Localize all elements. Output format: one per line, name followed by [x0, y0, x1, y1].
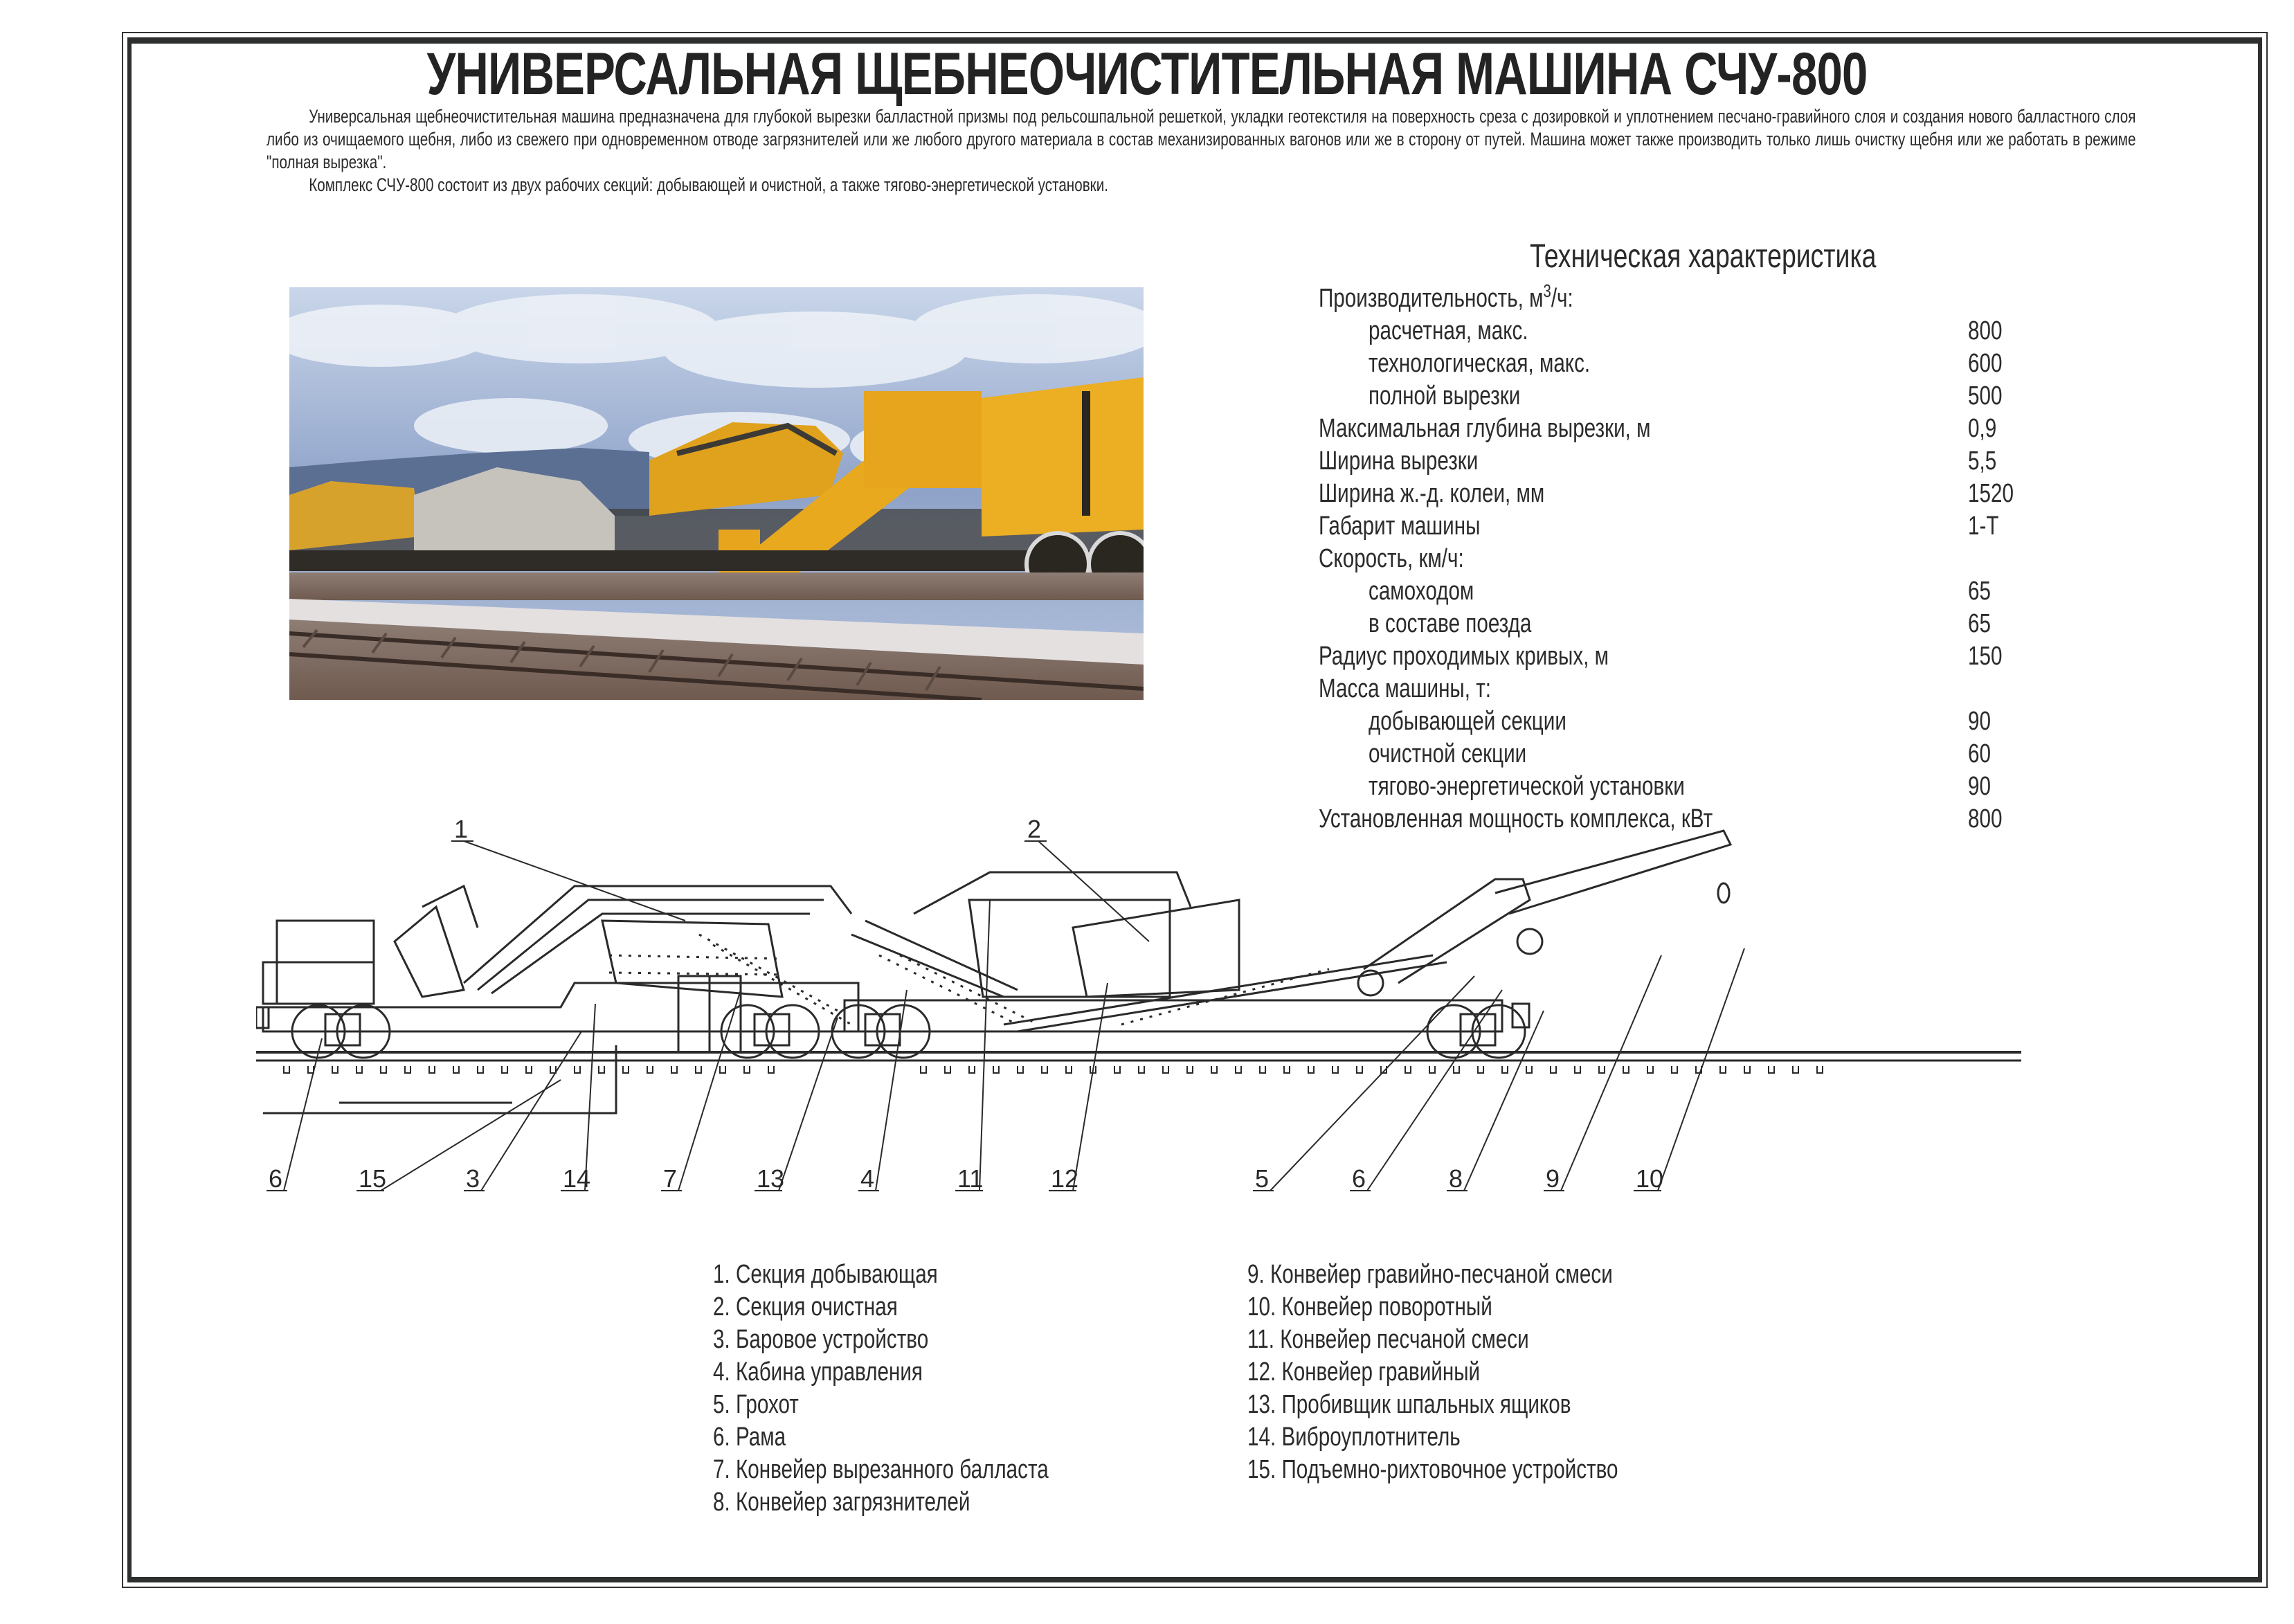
spec-row: очистной секции 60 — [1319, 738, 2080, 770]
legend-item: 5. Грохот — [713, 1390, 799, 1419]
spec-label: Скорость, км/ч: — [1319, 544, 1464, 573]
spec-value: 1-Т — [1968, 512, 1999, 541]
spec-label: полной вырезки — [1369, 381, 1521, 410]
spec-row: расчетная, макс. 800 — [1319, 315, 2080, 348]
callout-6b: 6 — [1352, 1164, 1366, 1193]
specs-table: Производительность, м3/ч: расчетная, мак… — [1319, 282, 2080, 836]
legend-item: 8. Конвейер загрязнителей — [713, 1488, 970, 1517]
spec-label: добывающей секции — [1369, 707, 1566, 736]
spec-value: 800 — [1968, 316, 2003, 345]
spec-value: 800 — [1968, 804, 2003, 833]
spec-value: 500 — [1968, 381, 2003, 410]
specs-title: Техническая характеристика — [1530, 238, 1877, 275]
callout-1: 1 — [454, 817, 468, 843]
legend-item: 7. Конвейер вырезанного балласта — [713, 1455, 1049, 1484]
callout-9: 9 — [1546, 1164, 1560, 1193]
spec-value: 60 — [1968, 739, 1991, 768]
machine-schematic: 1 2 6 15 3 14 7 13 4 11 12 5 6 8 9 10 — [255, 815, 2028, 1218]
machine-photo — [289, 287, 1144, 700]
callout-7: 7 — [663, 1164, 677, 1193]
intro-paragraph-2: Комплекс СЧУ-800 состоит из двух рабочих… — [309, 174, 1108, 195]
legend-item: 9. Конвейер гравийно-песчаной смеси — [1247, 1260, 1613, 1289]
callout-6a: 6 — [269, 1164, 282, 1193]
intro-paragraph-1: Универсальная щебнеочистительная машина … — [267, 106, 2136, 172]
spec-label: расчетная, макс. — [1369, 316, 1528, 345]
spec-row: технологическая, макс. 600 — [1319, 348, 2080, 380]
page-frame-outer — [122, 32, 2268, 1588]
spec-label: Радиус проходимых кривых, м — [1319, 642, 1609, 671]
callout-4: 4 — [860, 1164, 874, 1193]
spec-label: в составе поезда — [1369, 609, 1532, 638]
spec-row: полной вырезки 500 — [1319, 380, 2080, 413]
spec-value: 150 — [1968, 642, 2003, 671]
spec-row: Максимальная глубина вырезки, м 0,9 — [1319, 413, 2080, 445]
spec-value: 90 — [1968, 772, 1991, 801]
spec-label: очистной секции — [1369, 739, 1527, 768]
spec-row: Масса машины, т: — [1319, 673, 2080, 705]
spec-value: 600 — [1968, 349, 2003, 378]
callout-8: 8 — [1449, 1164, 1463, 1193]
legend-item: 3. Баровое устройство — [713, 1325, 929, 1354]
spec-label: Масса машины, т: — [1319, 674, 1492, 703]
callout-12: 12 — [1051, 1164, 1078, 1193]
intro-text: Универсальная щебнеочистительная машина … — [267, 105, 2135, 197]
callout-11: 11 — [957, 1164, 983, 1193]
spec-label: Установленная мощность комплекса, кВт — [1319, 804, 1713, 833]
callout-2: 2 — [1027, 817, 1041, 843]
legend-item: 12. Конвейер гравийный — [1247, 1357, 1481, 1387]
spec-label: Ширина вырезки — [1319, 446, 1479, 476]
spec-value: 90 — [1968, 707, 1991, 736]
page-frame-inner — [127, 37, 2262, 1582]
legend-item: 2. Секция очистная — [713, 1292, 898, 1321]
callout-13: 13 — [757, 1164, 784, 1193]
legend-item: 4. Кабина управления — [713, 1357, 923, 1387]
spec-value: 1520 — [1968, 479, 2014, 508]
callout-14: 14 — [563, 1164, 590, 1193]
spec-row: Радиус проходимых кривых, м 150 — [1319, 640, 2080, 673]
spec-label: Габарит машины — [1319, 512, 1481, 541]
spec-label: технологическая, макс. — [1369, 349, 1591, 378]
spec-label: Максимальная глубина вырезки, м — [1319, 414, 1651, 443]
legend-column-2: 9. Конвейер гравийно-песчаной смеси 10. … — [1247, 1258, 1723, 1486]
spec-row: тягово-энергетической установки 90 — [1319, 770, 2080, 803]
spec-value: 65 — [1968, 609, 1991, 638]
legend-column-1: 1. Секция добывающая 2. Секция очистная … — [713, 1258, 1143, 1519]
spec-row: Скорость, км/ч: — [1319, 543, 2080, 575]
spec-label: Производительность, м3/ч: — [1319, 280, 1573, 313]
legend-item: 6. Рама — [713, 1423, 786, 1452]
spec-row: Габарит машины 1-Т — [1319, 510, 2080, 543]
legend-item: 10. Конвейер поворотный — [1247, 1292, 1492, 1321]
spec-row: Ширина ж.-д. колеи, мм 1520 — [1319, 478, 2080, 510]
spec-label: самоходом — [1369, 577, 1474, 606]
callout-15: 15 — [359, 1164, 386, 1193]
machine-schematic-drawing: 1 2 6 15 3 14 7 13 4 11 12 5 6 8 9 10 — [255, 815, 2021, 1193]
spec-row: Производительность, м3/ч: — [1319, 282, 2080, 315]
spec-label: тягово-энергетической установки — [1369, 772, 1685, 801]
legend-item: 15. Подъемно-рихтовочное устройство — [1247, 1455, 1618, 1484]
page-title: УНИВЕРСАЛЬНАЯ ЩЕБНЕОЧИСТИТЕЛЬНАЯ МАШИНА … — [426, 41, 1868, 107]
spec-row: в составе поезда 65 — [1319, 608, 2080, 640]
legend-item: 14. Виброуплотнитель — [1247, 1423, 1461, 1452]
machine-photo-image — [289, 287, 1144, 700]
spec-row: добывающей секции 90 — [1319, 705, 2080, 738]
spec-row: Ширина вырезки 5,5 — [1319, 445, 2080, 478]
legend-item: 11. Конвейер песчаной смеси — [1247, 1325, 1529, 1354]
callout-10: 10 — [1636, 1164, 1663, 1193]
legend-item: 1. Секция добывающая — [713, 1260, 938, 1289]
spec-row: Установленная мощность комплекса, кВт 800 — [1319, 803, 2080, 836]
spec-value: 65 — [1968, 577, 1991, 606]
spec-row: самоходом 65 — [1319, 575, 2080, 608]
spec-label: Ширина ж.-д. колеи, мм — [1319, 479, 1545, 508]
spec-value: 5,5 — [1968, 446, 1997, 476]
callout-3: 3 — [466, 1164, 480, 1193]
callout-5: 5 — [1255, 1164, 1269, 1193]
spec-value: 0,9 — [1968, 414, 1997, 443]
legend-item: 13. Пробивщик шпальных ящиков — [1247, 1390, 1571, 1419]
